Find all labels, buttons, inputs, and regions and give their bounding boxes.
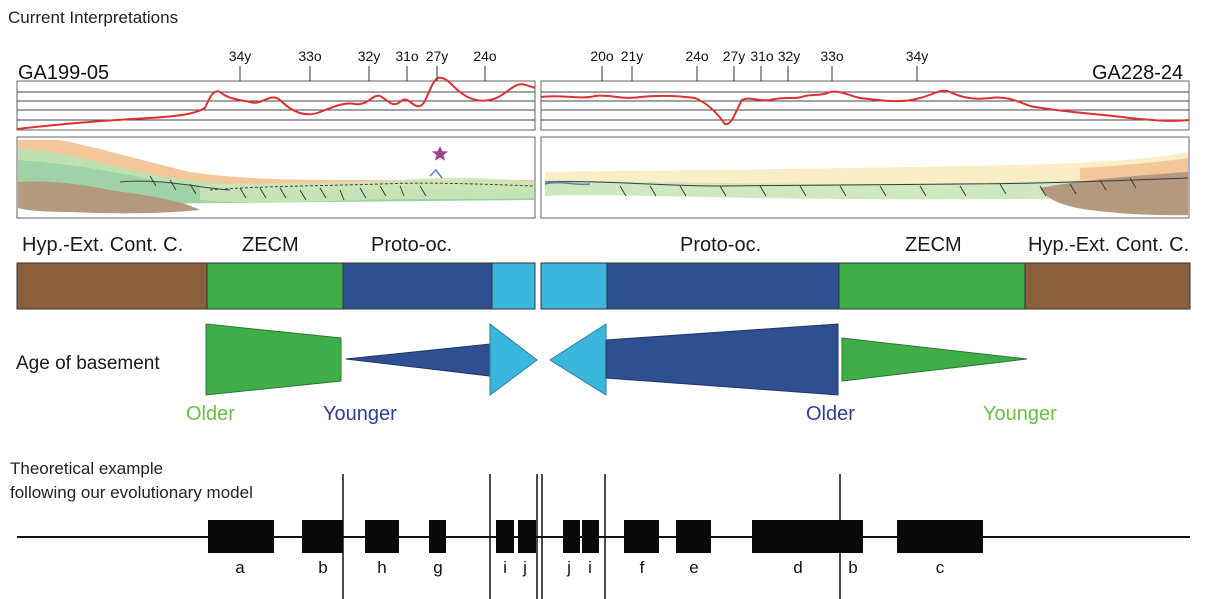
anomaly-label-left-3: 32y [358, 48, 381, 64]
anomaly-ticks-right [601, 66, 918, 81]
zone-label-left-proto: Proto-oc. [371, 234, 453, 256]
segment-label-d: d [793, 558, 802, 577]
segment-e [676, 520, 711, 553]
anomaly-label-right-1: 20o [590, 48, 614, 64]
right-older-word: Older [806, 403, 855, 425]
wedge-right-proto [605, 323, 839, 396]
age-of-basement-label: Age of basement [16, 353, 160, 374]
segment-label-b-left: b [318, 558, 327, 577]
anomaly-label-right-2: 21y [621, 48, 644, 64]
magnetic-profile-right [540, 80, 1190, 131]
zone-label-left-zecm: ZECM [242, 234, 299, 256]
left-younger-word: Younger [323, 403, 397, 425]
zone-left-zecm [206, 262, 344, 310]
zone-label-right-continental: Hyp.-Ext. Cont. C. [1028, 234, 1190, 256]
segment-label-b-right: b [848, 558, 857, 577]
zone-right-young-oceanic [540, 262, 608, 310]
magnetic-anomaly-curve-right [540, 89, 1190, 126]
wedge-right-young [549, 323, 607, 396]
segment-label-f: f [640, 558, 645, 577]
zone-left-young-oceanic [491, 262, 536, 310]
segment-f [624, 520, 659, 553]
anomaly-label-right-8: 34y [906, 48, 929, 64]
theory-heading-line2: following our evolutionary model [10, 483, 253, 502]
wedge-right-zecm [841, 337, 1028, 382]
segment-label-a: a [235, 558, 245, 577]
segment-b-right [840, 520, 863, 553]
segment-j-left [518, 520, 536, 553]
seismic-section-right [540, 136, 1190, 219]
anomaly-label-left-6: 24o [473, 48, 497, 64]
segment-label-i-left: i [503, 558, 507, 577]
seismic-section-left [16, 136, 536, 219]
segment-label-c: c [936, 558, 945, 577]
anomaly-label-left-5: 27y [426, 48, 449, 64]
segment-b-left [302, 520, 343, 553]
segment-label-g: g [433, 558, 442, 577]
right-younger-word: Younger [983, 403, 1057, 425]
title-current-interpretations: Current Interpretations [8, 8, 179, 27]
magnetic-profile-left [16, 76, 536, 131]
age-wedges [205, 322, 1028, 396]
left-older-word: Older [186, 403, 235, 425]
segment-i-right [582, 520, 599, 553]
zone-right-zecm [838, 262, 1026, 310]
segment-label-e: e [689, 558, 698, 577]
zone-label-right-proto: Proto-oc. [680, 234, 762, 256]
anomaly-label-right-3: 24o [685, 48, 709, 64]
segment-g [429, 520, 446, 553]
crustal-domain-bar [16, 262, 1191, 310]
segment-label-h: h [377, 558, 386, 577]
theoretical-timeline [17, 474, 1190, 599]
anomaly-label-right-4: 27y [723, 48, 746, 64]
zone-right-continental [1024, 262, 1191, 310]
anomaly-label-right-6: 32y [778, 48, 801, 64]
anomaly-label-left-2: 33o [298, 48, 322, 64]
magnetic-anomaly-curve-left [16, 76, 536, 130]
anomaly-ticks-left [239, 66, 486, 81]
segment-label-j-right: j [566, 558, 571, 577]
wedge-left-zecm [205, 323, 342, 396]
segment-i-left [496, 520, 514, 553]
segment-d [752, 520, 840, 553]
anomaly-label-right-7: 33o [820, 48, 844, 64]
segment-c [897, 520, 983, 553]
zone-left-proto-oceanic [342, 262, 493, 310]
segment-h [365, 520, 399, 553]
anomaly-label-left-1: 34y [229, 48, 252, 64]
zone-label-left-continental: Hyp.-Ext. Cont. C. [22, 234, 184, 256]
zone-left-continental [16, 262, 208, 310]
segment-label-j-left: j [522, 558, 527, 577]
zone-label-right-zecm: ZECM [905, 234, 962, 256]
segment-j-right [563, 520, 580, 553]
theory-heading-line1: Theoretical example [10, 459, 164, 478]
wedge-left-proto [345, 343, 491, 377]
segment-label-i-right: i [588, 558, 592, 577]
star-marker [432, 146, 448, 161]
wedge-left-young [489, 322, 538, 396]
profile-right-name: GA228-24 [1092, 62, 1184, 84]
zone-right-proto-oceanic [606, 262, 840, 310]
anomaly-label-right-5: 31o [750, 48, 774, 64]
profile-left-name: GA199-05 [18, 62, 110, 84]
anomaly-label-left-4: 31o [395, 48, 419, 64]
segment-a [208, 520, 274, 553]
